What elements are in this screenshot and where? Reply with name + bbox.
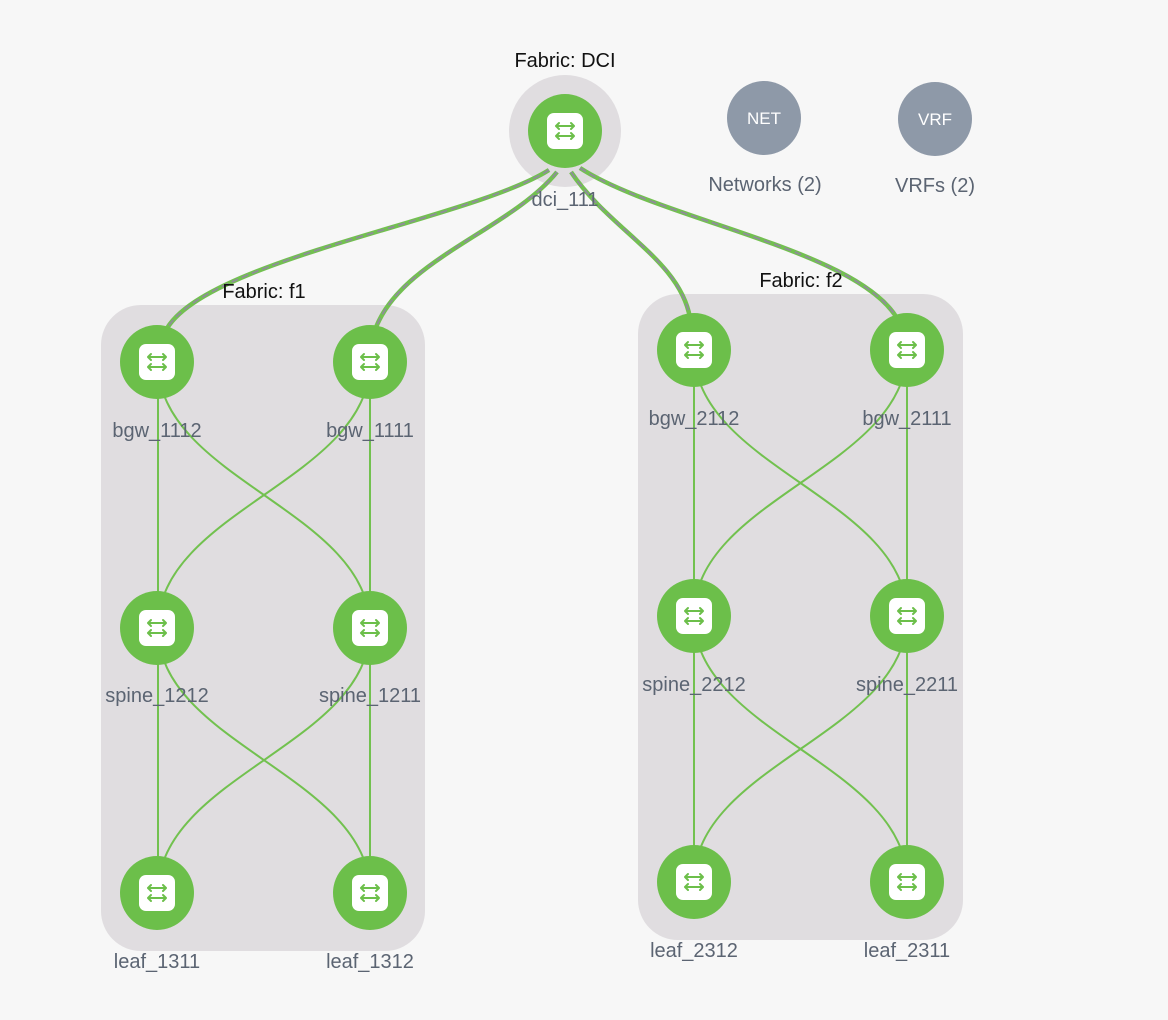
link-dci_111-bgw_1112[interactable] — [162, 168, 551, 334]
switch-node-bgw_2112[interactable] — [657, 313, 731, 387]
node-label-bgw_1111: bgw_1111 — [326, 420, 414, 442]
link-dci_111-bgw_2112[interactable] — [569, 170, 693, 319]
switch-node-bgw_2111[interactable] — [870, 313, 944, 387]
node-label-spine_2211: spine_2211 — [856, 674, 958, 696]
fabric-f1-container — [101, 305, 425, 951]
node-label-leaf_2311: leaf_2311 — [864, 940, 950, 962]
switch-node-bgw_1112[interactable] — [120, 325, 194, 399]
switch-node-spine_2212[interactable] — [657, 579, 731, 653]
link-dci_111-bgw_2111[interactable] — [578, 166, 900, 322]
switch-icon — [888, 863, 926, 901]
link-bgw_2111-spine_2212[interactable] — [693, 349, 908, 617]
link-bgw_1111-spine_1212[interactable] — [157, 361, 371, 629]
vrfs-label[interactable]: VRFs (2) — [895, 175, 975, 197]
node-label-bgw_1112: bgw_1112 — [112, 420, 201, 442]
vrfs-badge-text: VRF — [918, 110, 952, 129]
node-label-spine_2212: spine_2212 — [642, 674, 745, 696]
switch-node-leaf_1311[interactable] — [120, 856, 194, 930]
switch-icon — [888, 597, 926, 635]
node-label-dci_111: dci_111 — [531, 189, 598, 211]
fabric-f2-title: Fabric: f2 — [759, 270, 842, 292]
switch-icon — [675, 597, 713, 635]
switch-node-leaf_2311[interactable] — [870, 845, 944, 919]
switch-icon — [888, 331, 926, 369]
networks-label[interactable]: Networks (2) — [708, 174, 821, 196]
vrfs-badge[interactable]: VRF — [898, 82, 972, 156]
switch-icon — [675, 863, 713, 901]
switch-node-spine_1211[interactable] — [333, 591, 407, 665]
node-label-spine_1211: spine_1211 — [319, 685, 421, 707]
dci-links — [162, 166, 900, 334]
switch-icon — [546, 112, 584, 150]
switch-node-leaf_1312[interactable] — [333, 856, 407, 930]
node-label-leaf_2312: leaf_2312 — [650, 940, 738, 962]
switch-node-spine_1212[interactable] — [120, 591, 194, 665]
switch-node-leaf_2312[interactable] — [657, 845, 731, 919]
fabric-f2-links — [693, 349, 908, 883]
node-label-bgw_2112: bgw_2112 — [649, 408, 740, 430]
node-label-bgw_2111: bgw_2111 — [862, 408, 951, 430]
switch-icon — [351, 874, 389, 912]
fabric-dci-title: Fabric: DCI — [514, 50, 615, 72]
link-spine_1211-leaf_1311[interactable] — [157, 627, 371, 894]
switch-icon — [138, 343, 176, 381]
networks-badge-text: NET — [747, 109, 781, 128]
switch-node-spine_2211[interactable] — [870, 579, 944, 653]
node-label-leaf_1312: leaf_1312 — [326, 951, 414, 973]
switch-node-bgw_1111[interactable] — [333, 325, 407, 399]
switch-icon — [138, 874, 176, 912]
switch-icon — [138, 609, 176, 647]
switch-icon — [351, 609, 389, 647]
fabric-f1-links — [157, 361, 371, 894]
switch-node-dci_111[interactable] — [528, 94, 602, 168]
node-label-spine_1212: spine_1212 — [105, 685, 208, 707]
fabric-f1-title: Fabric: f1 — [222, 281, 305, 303]
switch-icon — [351, 343, 389, 381]
node-label-leaf_1311: leaf_1311 — [114, 951, 200, 973]
switch-icon — [675, 331, 713, 369]
networks-badge[interactable]: NET — [727, 81, 801, 155]
fabric-f2-container — [638, 294, 963, 940]
link-spine_2211-leaf_2312[interactable] — [693, 615, 908, 883]
link-dci_111-bgw_1111[interactable] — [372, 170, 559, 331]
